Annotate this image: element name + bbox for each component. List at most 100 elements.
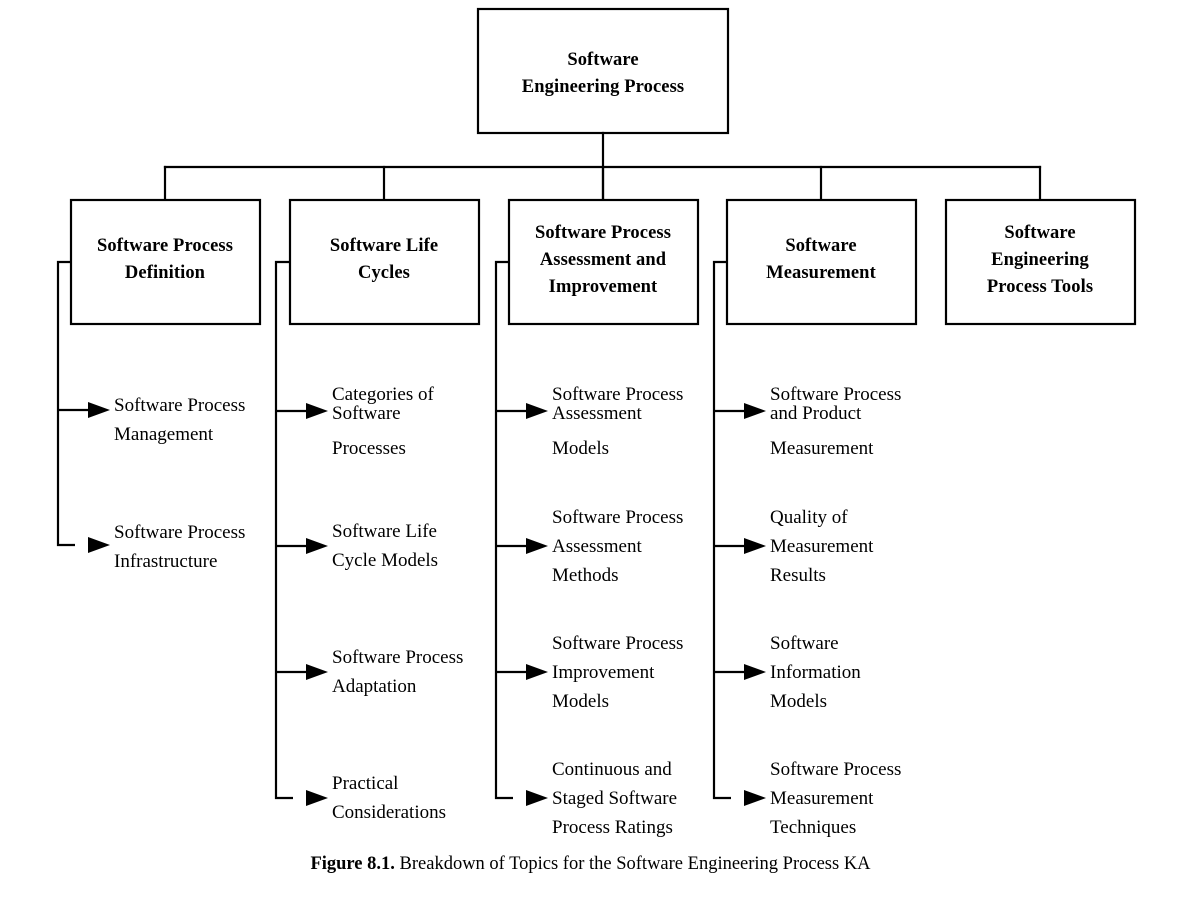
column-4-leaf-1: Software Process and Product Measurement (714, 384, 901, 459)
column-4-spine-path (712, 260, 731, 800)
column-3-leaf-4-line-2: Staged Software (552, 788, 677, 809)
column-2-heading-line-1: Software Life (330, 236, 438, 256)
column-4-leaf-3-line-3: Models (770, 691, 827, 712)
column-1-leaf-1: Software Process Management (58, 395, 245, 445)
column-3-heading-line-3: Improvement (549, 277, 658, 297)
node-root: Software Engineering Process (476, 7, 730, 135)
column-3-leaf-4-arrow-icon (526, 790, 548, 806)
column-1-leaf-1-line-2: Management (114, 424, 214, 445)
column-1-heading-line-1: Software Process (97, 236, 233, 256)
column-4-leaf-3: Software Information Models (714, 633, 861, 712)
column-3-leaf-3-arrow-icon (526, 664, 548, 680)
column-2-spine-path (274, 260, 293, 800)
column-2-leaf-2: Software Life Cycle Models (276, 521, 438, 571)
column-4-leaf-3-line-2: Information (770, 662, 861, 683)
node-software-process-definition: Software Process Definition (69, 198, 262, 326)
column-1-leaf-1-line-1: Software Process (114, 395, 245, 416)
column-5-heading-line-3: Process Tools (987, 277, 1093, 297)
column-4-leaf-2: Quality of Measurement Results (714, 507, 874, 586)
column-4-leaf-2-line-1: Quality of (770, 507, 848, 528)
column-3-heading-line-2: Assessment and (540, 250, 667, 270)
column-2-leaf-2-line-2: Cycle Models (332, 550, 438, 571)
column-1-leaf-2-arrow-icon (88, 537, 110, 553)
column-1-spine-path (56, 260, 75, 547)
column-2-leaf-1-arrow-icon (306, 403, 328, 419)
figure-caption-text: Breakdown of Topics for the Software Eng… (399, 854, 871, 874)
column-2-leaf-2-line-1: Software Life (332, 521, 437, 542)
column-3-leaf-2-line-2: Assessment (552, 536, 642, 557)
column-3-leaf-1-line-3: Models (552, 438, 609, 459)
column-2-leaf-3: Software Process Adaptation (276, 647, 463, 697)
column-2-leaf-3-line-2: Adaptation (332, 676, 417, 697)
column-4-leaf-2-line-3: Results (770, 565, 826, 586)
column-3-leaf-3-line-3: Models (552, 691, 609, 712)
column-3-leaf-1-line-2: Assessment (552, 403, 642, 424)
column-1-heading-line-2: Definition (125, 263, 206, 283)
node-software-engineering-process-tools: Software Engineering Process Tools (944, 198, 1137, 326)
column-4-leaf-1-arrow-icon (744, 403, 766, 419)
column-1-box (69, 198, 262, 326)
column-4-leaf-2-arrow-icon (744, 538, 766, 554)
column-3-leaf-2: Software Process Assessment Methods (496, 507, 683, 586)
column-2-leaf-1-line-2: Software (332, 403, 401, 424)
column-4-leaf-1-line-1: Software Process (770, 384, 901, 405)
column-1-leaf-2-line-1: Software Process (114, 522, 245, 543)
column-3-leaf-2-line-3: Methods (552, 565, 619, 586)
column-1-leaf-2: Software Process Infrastructure (88, 522, 245, 572)
column-3-leaf-1: Software Process Assessment Models (496, 384, 683, 459)
column-2-box (288, 198, 481, 326)
column-3-leaf-4: Continuous and Staged Software Process R… (526, 759, 677, 838)
column-3-leaf-1-arrow-icon (526, 403, 548, 419)
column-4-box (725, 198, 918, 326)
column-1-leaf-1-arrow-icon (88, 402, 110, 418)
column-3-leaf-3-line-1: Software Process (552, 633, 683, 654)
column-3-leaf-2-arrow-icon (526, 538, 548, 554)
column-2-leaf-3-arrow-icon (306, 664, 328, 680)
column-2-leaf-1-line-1: Categories of (332, 384, 435, 405)
column-2-leaf-3-line-1: Software Process (332, 647, 463, 668)
root-connector-bus (163, 131, 1042, 202)
column-2-heading-line-2: Cycles (358, 263, 410, 283)
column-2-leaf-1-line-3: Processes (332, 438, 406, 459)
column-4-leaf-3-line-1: Software (770, 633, 839, 654)
column-4-heading-line-1: Software (785, 236, 856, 256)
column-2-leaf-4: Practical Considerations (306, 773, 446, 823)
root-box (476, 7, 730, 135)
column-3-spine (494, 260, 513, 800)
column-3-leaf-4-line-3: Process Ratings (552, 817, 673, 838)
node-software-process-assessment-and-improvement: Software Process Assessment and Improvem… (507, 198, 700, 326)
column-4-leaf-1-line-3: Measurement (770, 438, 874, 459)
column-4-leaf-4: Software Process Measurement Techniques (744, 759, 901, 838)
column-5-heading-line-2: Engineering (991, 250, 1089, 270)
column-2-leaf-4-line-1: Practical (332, 773, 398, 794)
column-3-spine-path (494, 260, 513, 800)
column-1-leaf-2-line-2: Infrastructure (114, 551, 217, 572)
column-4-leaf-4-line-3: Techniques (770, 817, 856, 838)
column-2-leaf-2-arrow-icon (306, 538, 328, 554)
column-4-leaf-4-line-2: Measurement (770, 788, 874, 809)
column-4-leaf-1-line-2: and Product (770, 403, 862, 424)
column-1-spine (56, 260, 75, 547)
column-3-leaf-4-line-1: Continuous and (552, 759, 672, 780)
figure-caption-label: Figure 8.1. (310, 854, 395, 874)
column-2-spine (274, 260, 293, 800)
column-3-leaf-2-line-1: Software Process (552, 507, 683, 528)
root-label-line-1: Software (567, 50, 638, 70)
column-4-spine (712, 260, 731, 800)
column-4-leaf-2-line-2: Measurement (770, 536, 874, 557)
column-3-box (507, 198, 700, 326)
column-4-leaf-4-arrow-icon (744, 790, 766, 806)
node-software-measurement: Software Measurement (725, 198, 918, 326)
node-software-life-cycles: Software Life Cycles (288, 198, 481, 326)
column-3-leaf-1-line-1: Software Process (552, 384, 683, 405)
column-2-leaf-1: Categories of Software Processes (276, 384, 435, 459)
column-3-leaf-3: Software Process Improvement Models (496, 633, 683, 712)
column-2-leaf-4-line-2: Considerations (332, 802, 446, 823)
root-label-line-2: Engineering Process (522, 77, 684, 97)
column-4-leaf-3-arrow-icon (744, 664, 766, 680)
column-4-leaf-4-line-1: Software Process (770, 759, 901, 780)
column-5-box (944, 198, 1137, 326)
column-5-heading-line-1: Software (1004, 223, 1075, 243)
